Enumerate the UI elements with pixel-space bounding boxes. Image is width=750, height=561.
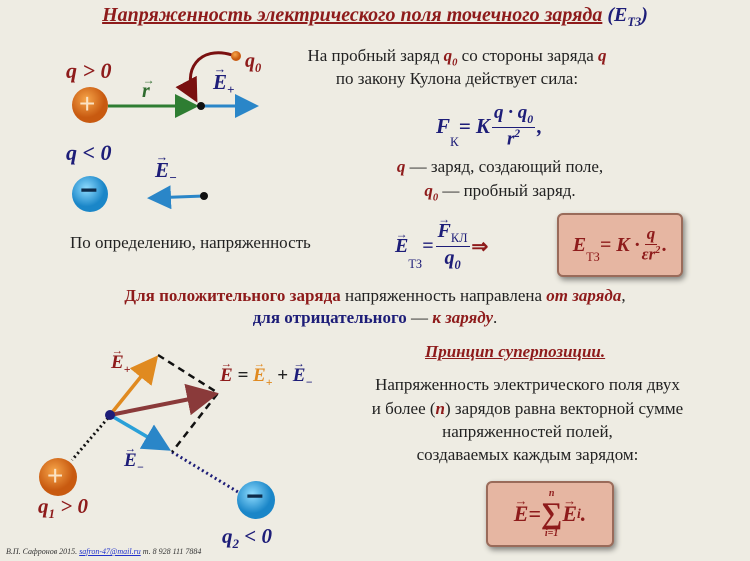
curved-arrow-icon [175, 51, 233, 103]
e-sum-vector [109, 383, 219, 417]
e-minus-vector [109, 413, 172, 451]
negative-charge-q2-icon [237, 481, 275, 519]
dotted-line-q2 [171, 450, 239, 494]
test-point-dot [197, 102, 205, 110]
q-negative-label: q < 0 [66, 140, 112, 165]
e-plus-label-2: E+ [111, 345, 130, 377]
test-point-dot-2 [200, 192, 208, 200]
superposition-line-4: создаваемых каждым зарядом: [416, 445, 639, 464]
q2-label: q2 < 0 [222, 524, 272, 552]
superposition-formula-box: E = n ∑ i=1 Ei. [486, 481, 614, 547]
superposition-heading: Принцип суперпозиции. [425, 342, 606, 361]
minus-sign-q2: − [246, 480, 264, 513]
email-link[interactable]: safron-47@mail.ru [79, 547, 141, 556]
title-text: Напряженность электрического поля точечн… [102, 4, 603, 26]
plus-sign-q1: + [47, 460, 64, 491]
direction-line-1: Для положительного заряда напряженность … [124, 286, 626, 305]
coulomb-line-1: На пробный заряд q0 со стороны заряда q [307, 46, 607, 69]
definition-text: По определению, напряженность [70, 233, 311, 252]
superposition-line-2: и более (n) зарядов равна векторной сумм… [371, 399, 684, 418]
e-minus-label: E− [155, 150, 177, 186]
negative-charge-icon [72, 176, 108, 212]
dotted-line-q1 [70, 417, 110, 461]
minus-sign: − [80, 174, 98, 207]
coulomb-line-2: по закону Кулона действует сила: [335, 69, 579, 88]
q1-label: q1 > 0 [38, 494, 88, 522]
point-dot [105, 410, 115, 420]
vector-sum-label: E = E+ + E− [220, 358, 313, 390]
superposition-line-3: напряженностей полей, [442, 422, 613, 441]
footer: В.П. Сафронов 2015. safron-47@mail.ru т.… [6, 547, 202, 556]
q-positive-label: q > 0 [66, 58, 112, 83]
e-plus-vector [108, 355, 159, 417]
positive-charge-icon [72, 87, 108, 123]
q0-label: q0 [245, 50, 262, 75]
test-charge-ball [231, 51, 241, 61]
def-q0: q0 — пробный заряд. [424, 181, 576, 204]
e-plus-label: E+ [213, 62, 234, 98]
positive-charge-q1-icon [39, 458, 77, 496]
plus-sign: + [79, 88, 96, 119]
e-minus-label-2: E− [124, 443, 144, 475]
parallelogram-dashed [157, 353, 220, 453]
page-title: Напряженность электрического поля точечн… [0, 4, 750, 30]
e-minus-arrow [147, 185, 205, 210]
superposition-line-1: Напряженность электрического поля двух [375, 375, 680, 394]
r-label: r [142, 73, 154, 103]
title-symbol: (EТЗ) [607, 4, 648, 29]
def-q: q — заряд, создающий поле, [396, 157, 604, 176]
direction-line-2: для отрицательного — к заряду. [252, 308, 498, 327]
